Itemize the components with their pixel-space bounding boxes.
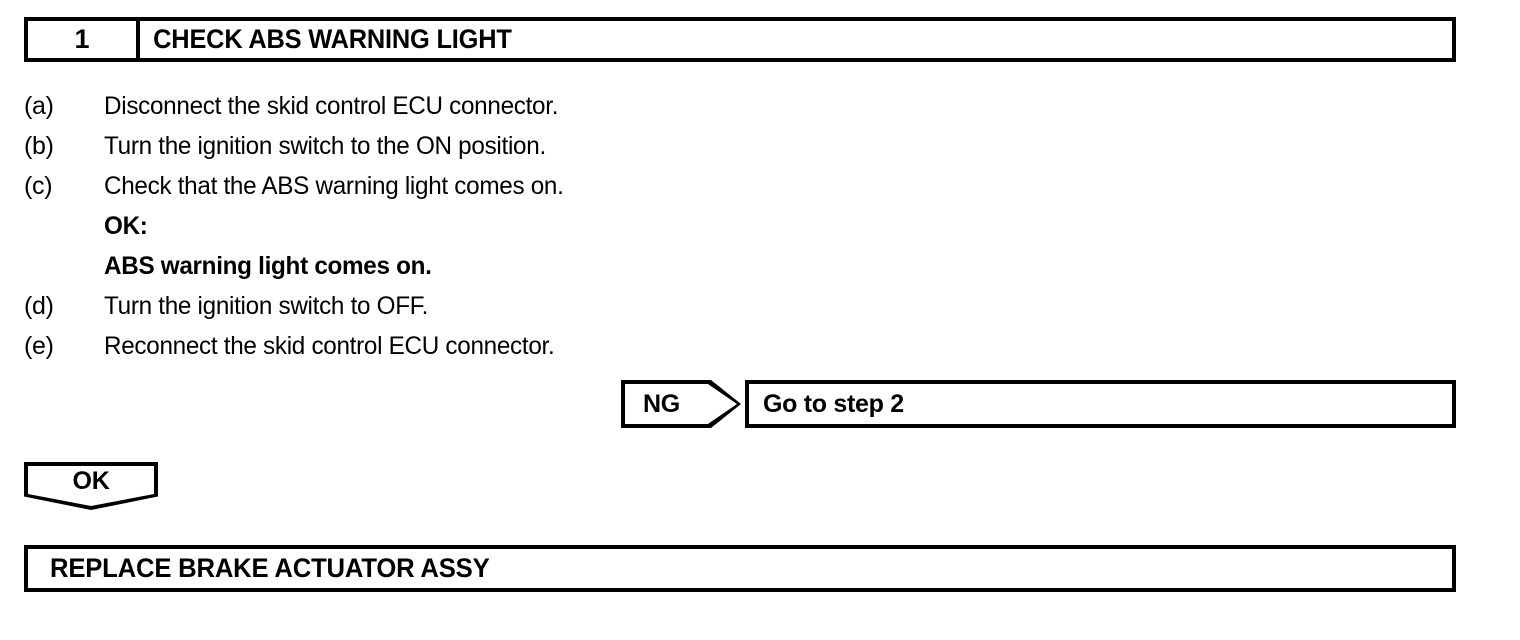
instruction-text: Turn the ignition switch to the ON posit…	[104, 132, 546, 160]
result-label: REPLACE BRAKE ACTUATOR ASSY	[50, 553, 490, 583]
instruction-row: (b) Turn the ignition switch to the ON po…	[24, 132, 1124, 172]
instruction-row: ABS warning light comes on.	[24, 252, 1124, 292]
instruction-text: Reconnect the skid control ECU connector…	[104, 332, 555, 360]
ng-badge-label: NG	[625, 384, 737, 424]
instruction-row: OK:	[24, 212, 1124, 252]
instruction-label: (e)	[24, 332, 54, 360]
instruction-label: (c)	[24, 172, 53, 200]
go-to-step-box: Go to step 2	[745, 380, 1456, 428]
ok-badge: OK	[24, 462, 158, 510]
instruction-text: Check that the ABS warning light comes o…	[104, 172, 564, 200]
instruction-text: Turn the ignition switch to OFF.	[104, 292, 429, 320]
step-title: CHECK ABS WARNING LIGHT	[153, 24, 512, 54]
ng-badge: NG	[621, 380, 741, 428]
instruction-text: Disconnect the skid control ECU connecto…	[104, 92, 559, 120]
result-box: REPLACE BRAKE ACTUATOR ASSY	[24, 545, 1456, 592]
instruction-label: (d)	[24, 292, 54, 320]
instruction-list: (a) Disconnect the skid control ECU conne…	[24, 92, 1124, 372]
go-to-step-label: Go to step 2	[763, 389, 904, 418]
instruction-text: OK:	[104, 212, 148, 240]
ok-badge-label: OK	[28, 466, 154, 506]
step-header-box: 1 CHECK ABS WARNING LIGHT	[24, 17, 1456, 62]
instruction-row: (a) Disconnect the skid control ECU conne…	[24, 92, 1124, 132]
instruction-row: (d) Turn the ignition switch to OFF.	[24, 292, 1124, 332]
step-number: 1	[28, 21, 140, 58]
instruction-row: (e) Reconnect the skid control ECU connec…	[24, 332, 1124, 372]
instruction-label: (a)	[24, 92, 54, 120]
instruction-text: ABS warning light comes on.	[104, 252, 432, 280]
instruction-label: (b)	[24, 132, 54, 160]
instruction-row: (c) Check that the ABS warning light come…	[24, 172, 1124, 212]
